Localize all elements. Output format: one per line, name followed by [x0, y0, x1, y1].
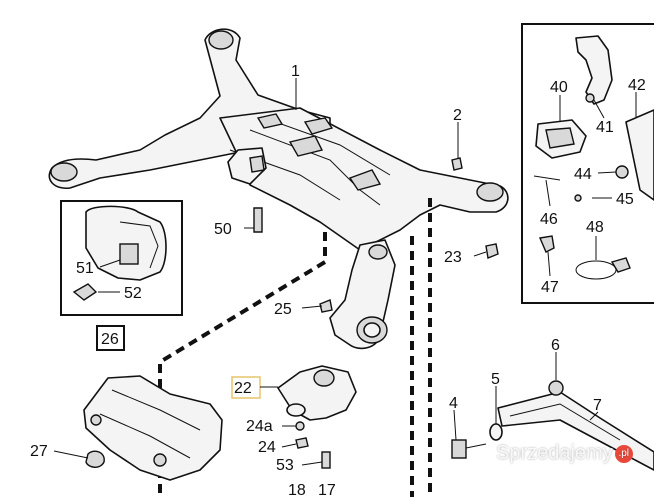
watermark-text: Sprzedajemy: [496, 442, 613, 464]
inset-box-sensor-parts: [521, 23, 654, 304]
inset-box-mount-51-52: [60, 200, 183, 316]
callout-1: 1: [291, 63, 300, 80]
bracket-22: [231, 365, 357, 469]
watermark-badge: .pl: [614, 444, 633, 463]
callout-53: 53: [276, 457, 294, 474]
mount-bracket-26: [83, 325, 223, 481]
callout-45: 45: [616, 191, 634, 208]
callout-23: 23: [444, 249, 462, 266]
callout-22: 22: [234, 380, 252, 397]
callout-42: 42: [628, 77, 646, 94]
callout-24: 24: [258, 439, 276, 456]
leader-lines: [53, 78, 637, 466]
callout-24a: 24a: [246, 418, 273, 435]
fasteners: [253, 157, 499, 313]
callout-52: 52: [124, 285, 142, 302]
callout-17: 17: [318, 482, 336, 497]
callout-18: 18: [288, 482, 306, 497]
callout-labels: 1 2 50 23 25 51 52 26 27 22 24a 24 53 18…: [30, 63, 646, 497]
callout-50: 50: [214, 221, 232, 238]
callout-25: 25: [274, 301, 292, 318]
callout-4: 4: [449, 395, 458, 412]
callout-48: 48: [586, 219, 604, 236]
callout-41: 41: [596, 119, 614, 136]
rear-subframe: [48, 28, 509, 350]
callout-40: 40: [550, 79, 568, 96]
callout-6: 6: [551, 337, 560, 354]
callout-5: 5: [491, 371, 500, 388]
callout-26: 26: [101, 331, 119, 348]
callout-46: 46: [540, 211, 558, 228]
callout-2: 2: [453, 107, 462, 124]
watermark: Sprzedajemy.pl: [496, 442, 633, 465]
callout-44: 44: [574, 166, 592, 183]
callout-7: 7: [593, 397, 602, 414]
rail-and-fasteners: [451, 380, 654, 471]
callout-51: 51: [76, 260, 94, 277]
callout-27: 27: [30, 443, 48, 460]
callout-47: 47: [541, 279, 559, 296]
